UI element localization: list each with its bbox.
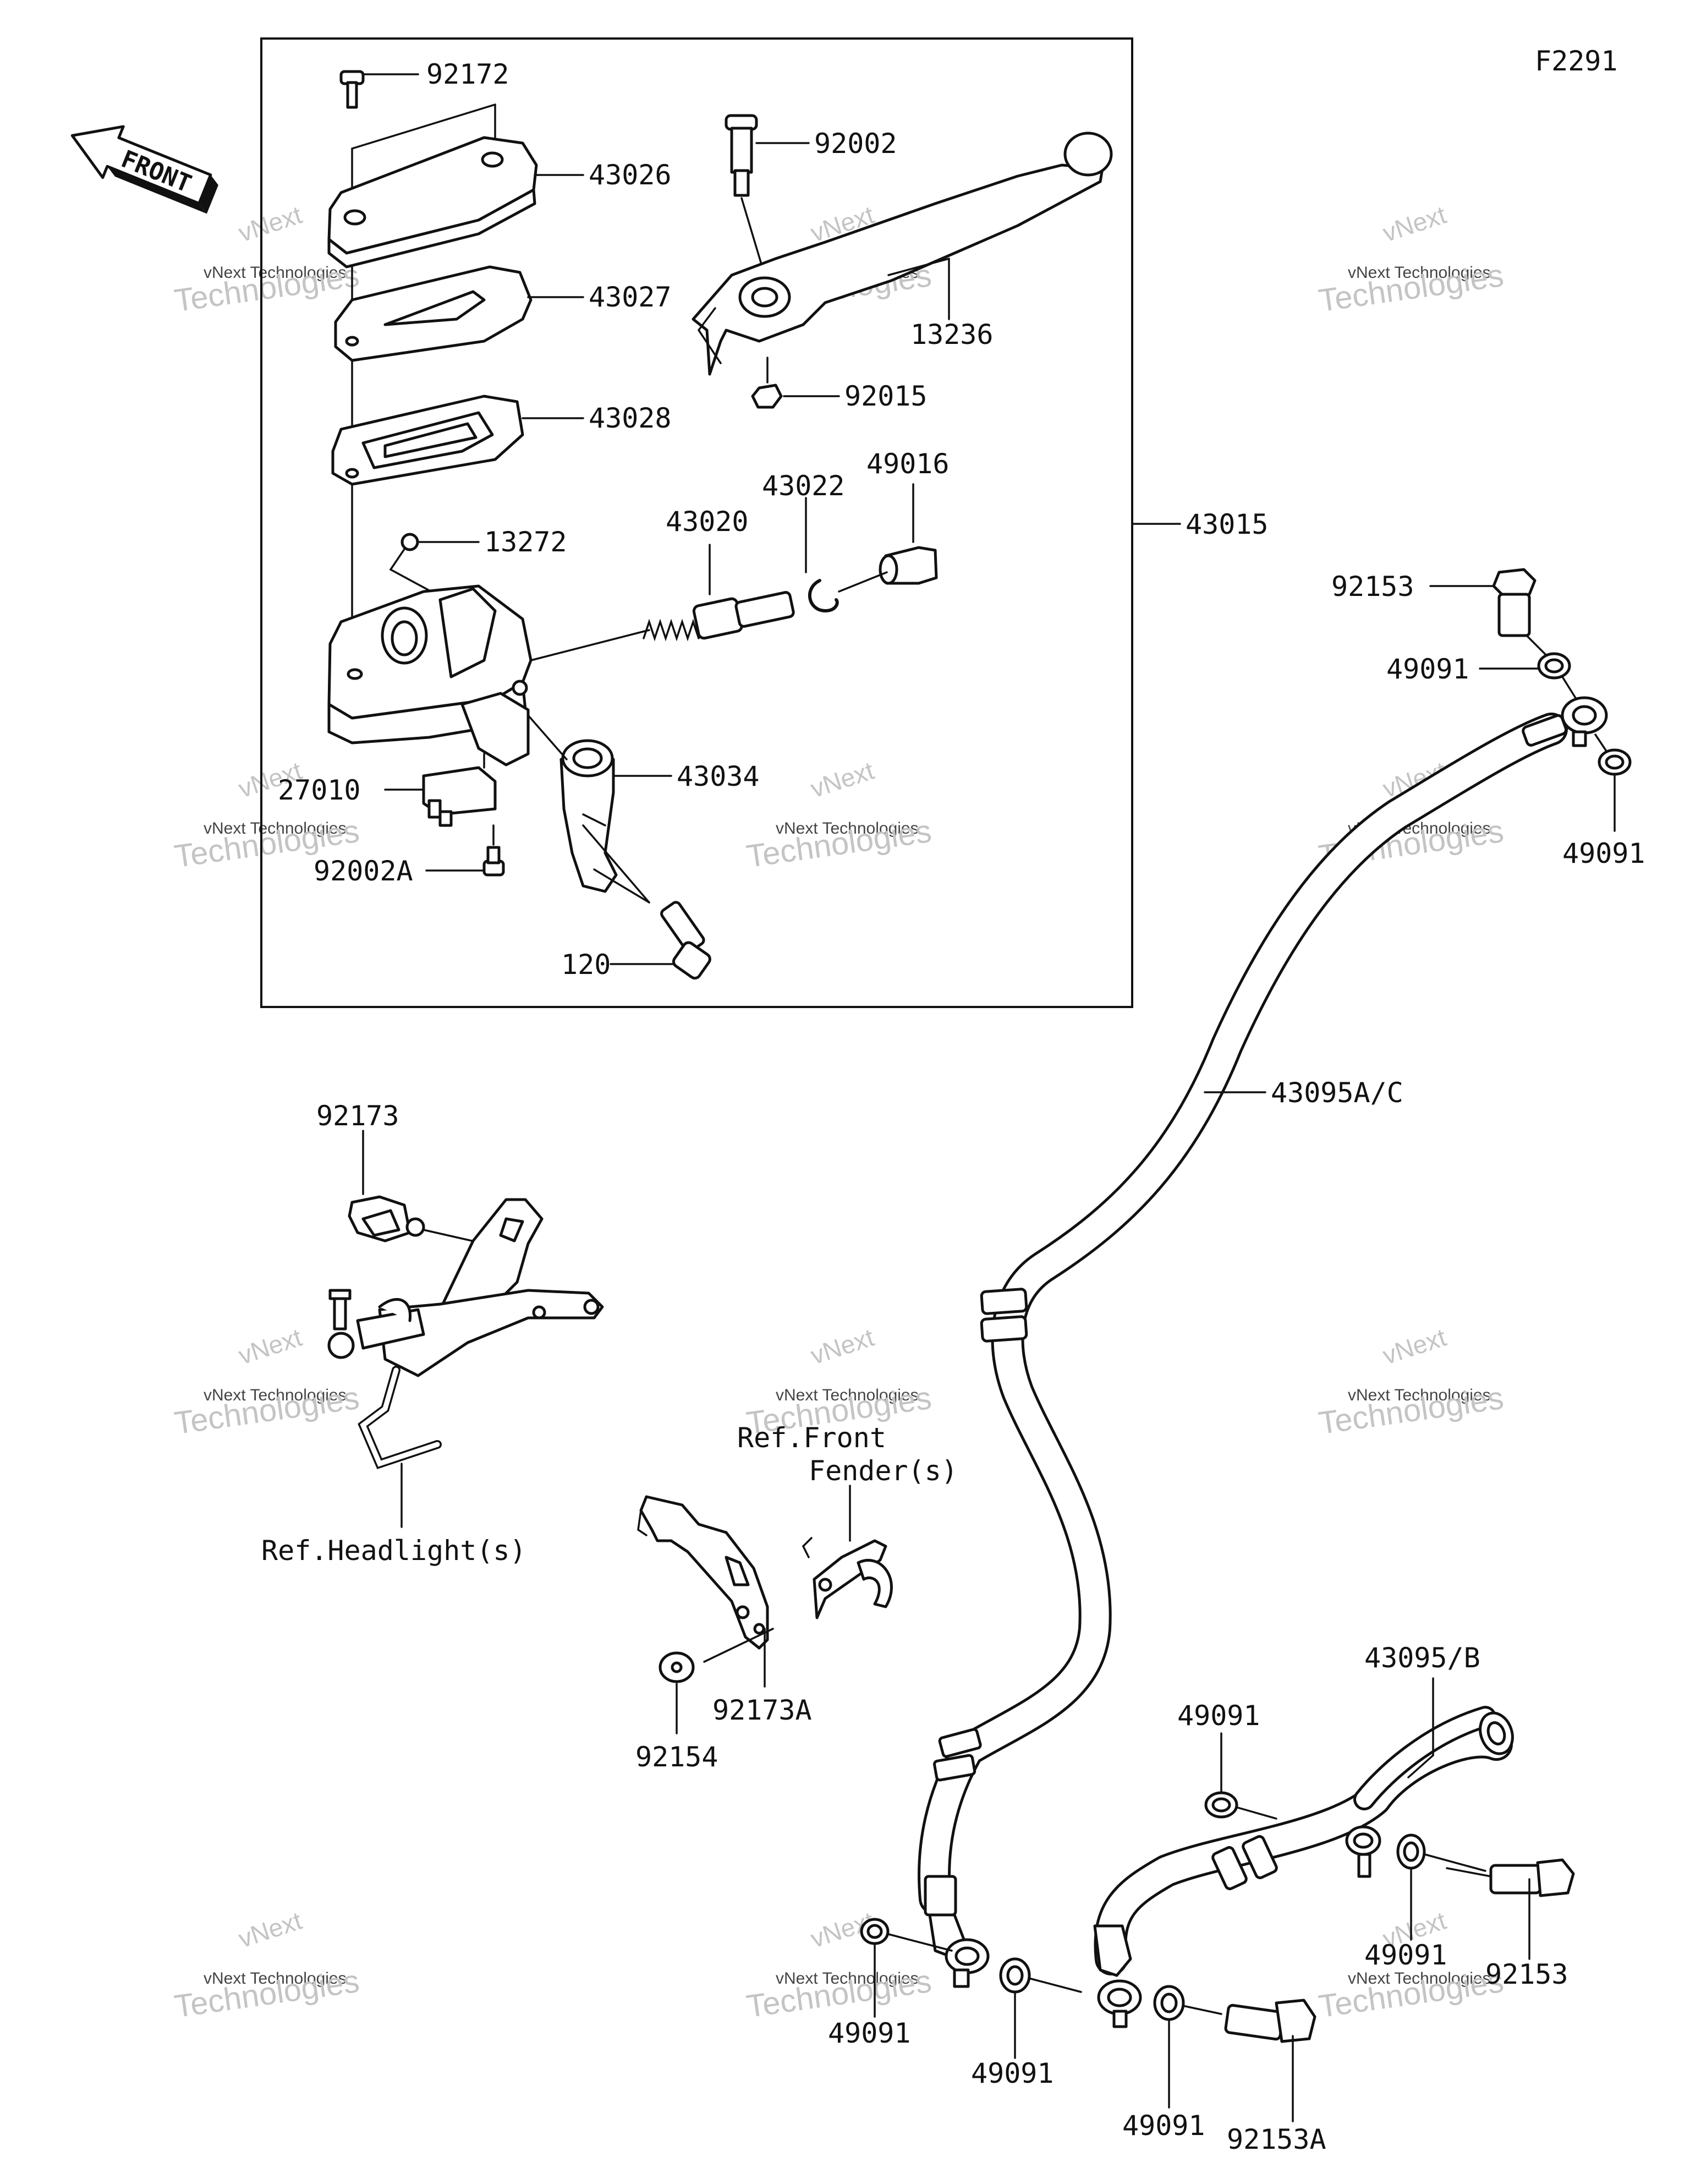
part-49091-washer-b5 (1153, 1985, 1222, 2109)
part-13272-grommet (389, 533, 480, 606)
part-92154-bolt (659, 1651, 695, 1734)
label-92002A: 92002A (314, 855, 413, 887)
label-43022: 43022 (762, 470, 845, 502)
label-43026: 43026 (589, 159, 672, 191)
watermark: vNext vNext Technologies Technologies (744, 756, 934, 875)
svg-text:vNext Technologies: vNext Technologies (1348, 1969, 1491, 1988)
part-49091-washer-right (1594, 734, 1632, 832)
label-92153A: 92153A (1227, 2123, 1326, 2155)
part-49091-washer-b4 (999, 1957, 1082, 2059)
watermark: vNext vNext Technologies Technologies (172, 1906, 361, 2025)
part-49091-washer-b2 (1396, 1833, 1486, 1941)
part-43020-piston (643, 544, 795, 642)
label-92172: 92172 (426, 58, 509, 90)
diagram-code: F2291 (1535, 45, 1618, 77)
label-43015: 43015 (1186, 508, 1269, 540)
label-92173A: 92173A (712, 1694, 812, 1726)
label-43020: 43020 (666, 506, 749, 538)
watermark: vNext vNext Technologies Technologies (1316, 1906, 1506, 2025)
label-27010: 27010 (278, 774, 361, 806)
part-49091-washer-b1 (1204, 1732, 1277, 1820)
master-cylinder-assembly-box (260, 37, 1133, 1008)
part-120-bolt (610, 901, 711, 980)
label-49091-top: 49091 (1386, 653, 1469, 685)
svg-text:vNext Technologies: vNext Technologies (776, 1969, 919, 1988)
part-92153-banjo-bolt-bottom (1446, 1858, 1575, 1960)
watermark: vNext vNext Technologies Technologies (1316, 1323, 1506, 1442)
part-92153-banjo-bolt-top (1429, 568, 1552, 661)
part-92015-nut (751, 357, 840, 409)
part-43028-diaphragm (331, 395, 584, 486)
watermark: vNext vNext Technologies Technologies (1316, 200, 1506, 319)
label-43028: 43028 (589, 402, 672, 434)
part-labels: 92172 43026 43027 43028 13272 92002 1323… (261, 58, 1645, 2155)
watermark: vNext vNext Technologies Technologies (744, 1906, 934, 2025)
svg-text:vNext Technologies: vNext Technologies (1348, 1386, 1491, 1404)
part-43095AC-brake-hose (918, 696, 1608, 1988)
label-92002: 92002 (814, 128, 897, 160)
svg-text:vNext: vNext (807, 1323, 877, 1370)
svg-text:vNext Technologies: vNext Technologies (776, 819, 919, 838)
svg-text:vNext Technologies: vNext Technologies (1348, 264, 1491, 282)
svg-text:vNext: vNext (235, 200, 305, 248)
svg-text:vNext: vNext (1379, 1323, 1450, 1370)
label-92153-bottom: 92153 (1485, 1958, 1568, 1990)
label-92154: 92154 (635, 1741, 718, 1773)
label-49016: 49016 (866, 448, 950, 480)
label-43095B: 43095/B (1364, 1642, 1480, 1674)
label-ref-headlight: Ref.Headlight(s) (261, 1535, 526, 1567)
label-49091-b2: 49091 (1364, 1939, 1447, 1971)
part-master-cylinder-body (327, 584, 650, 767)
part-13236-brake-lever (692, 132, 1113, 376)
svg-text:vNext Technologies: vNext Technologies (204, 819, 347, 838)
label-120: 120 (561, 949, 611, 981)
label-ref-front-line1: Ref.Front (737, 1422, 886, 1454)
label-43027: 43027 (589, 281, 672, 313)
label-49091-b4: 49091 (971, 2057, 1054, 2089)
label-49091-b5: 49091 (1122, 2110, 1205, 2142)
front-arrow-icon: FRONT (70, 125, 218, 214)
label-49091-b3: 49091 (828, 2017, 911, 2049)
part-92172-screw (339, 70, 419, 109)
svg-text:vNext Technologies: vNext Technologies (204, 1386, 347, 1404)
label-13236: 13236 (910, 319, 994, 351)
part-43095B-brake-hose (1093, 1677, 1514, 2028)
svg-text:vNext Technologies: vNext Technologies (204, 264, 347, 282)
label-49091-right: 49091 (1562, 838, 1645, 869)
label-43095AC: 43095A/C (1271, 1077, 1403, 1109)
part-43022-circlip (805, 497, 839, 613)
label-92153-top: 92153 (1331, 571, 1414, 603)
guide-line (351, 103, 496, 150)
part-49091-washer-top (1479, 652, 1577, 700)
svg-text:vNext: vNext (1379, 200, 1450, 248)
part-43027-diaphragm-plate (334, 265, 584, 362)
svg-text:vNext: vNext (807, 756, 877, 803)
part-27010-brake-switch (384, 753, 497, 827)
part-43026-reservoir-cap (327, 136, 584, 269)
part-43034-clamp (527, 714, 672, 904)
label-49091-b1: 49091 (1177, 1700, 1260, 1732)
part-49016-dust-boot (838, 483, 938, 593)
part-92002-pivot-bolt (725, 114, 810, 276)
svg-text:vNext Technologies: vNext Technologies (776, 1386, 919, 1404)
label-13272: 13272 (484, 526, 567, 558)
part-92153A-banjo-bolt (1224, 1999, 1316, 2122)
part-49091-washer-b3 (860, 1918, 953, 2018)
label-92015: 92015 (844, 380, 928, 412)
label-92173: 92173 (316, 1100, 399, 1132)
label-43034: 43034 (677, 760, 760, 792)
svg-text:vNext Technologies: vNext Technologies (204, 1969, 347, 1988)
svg-text:vNext: vNext (235, 1323, 305, 1370)
label-ref-front-line2: Fender(s) (809, 1455, 958, 1487)
part-92002A-screw (425, 824, 505, 877)
svg-text:vNext: vNext (235, 1906, 305, 1953)
part-92173A-fender-bracket (637, 1485, 893, 1688)
part-92173-clamp-and-bracket (327, 1130, 604, 1528)
